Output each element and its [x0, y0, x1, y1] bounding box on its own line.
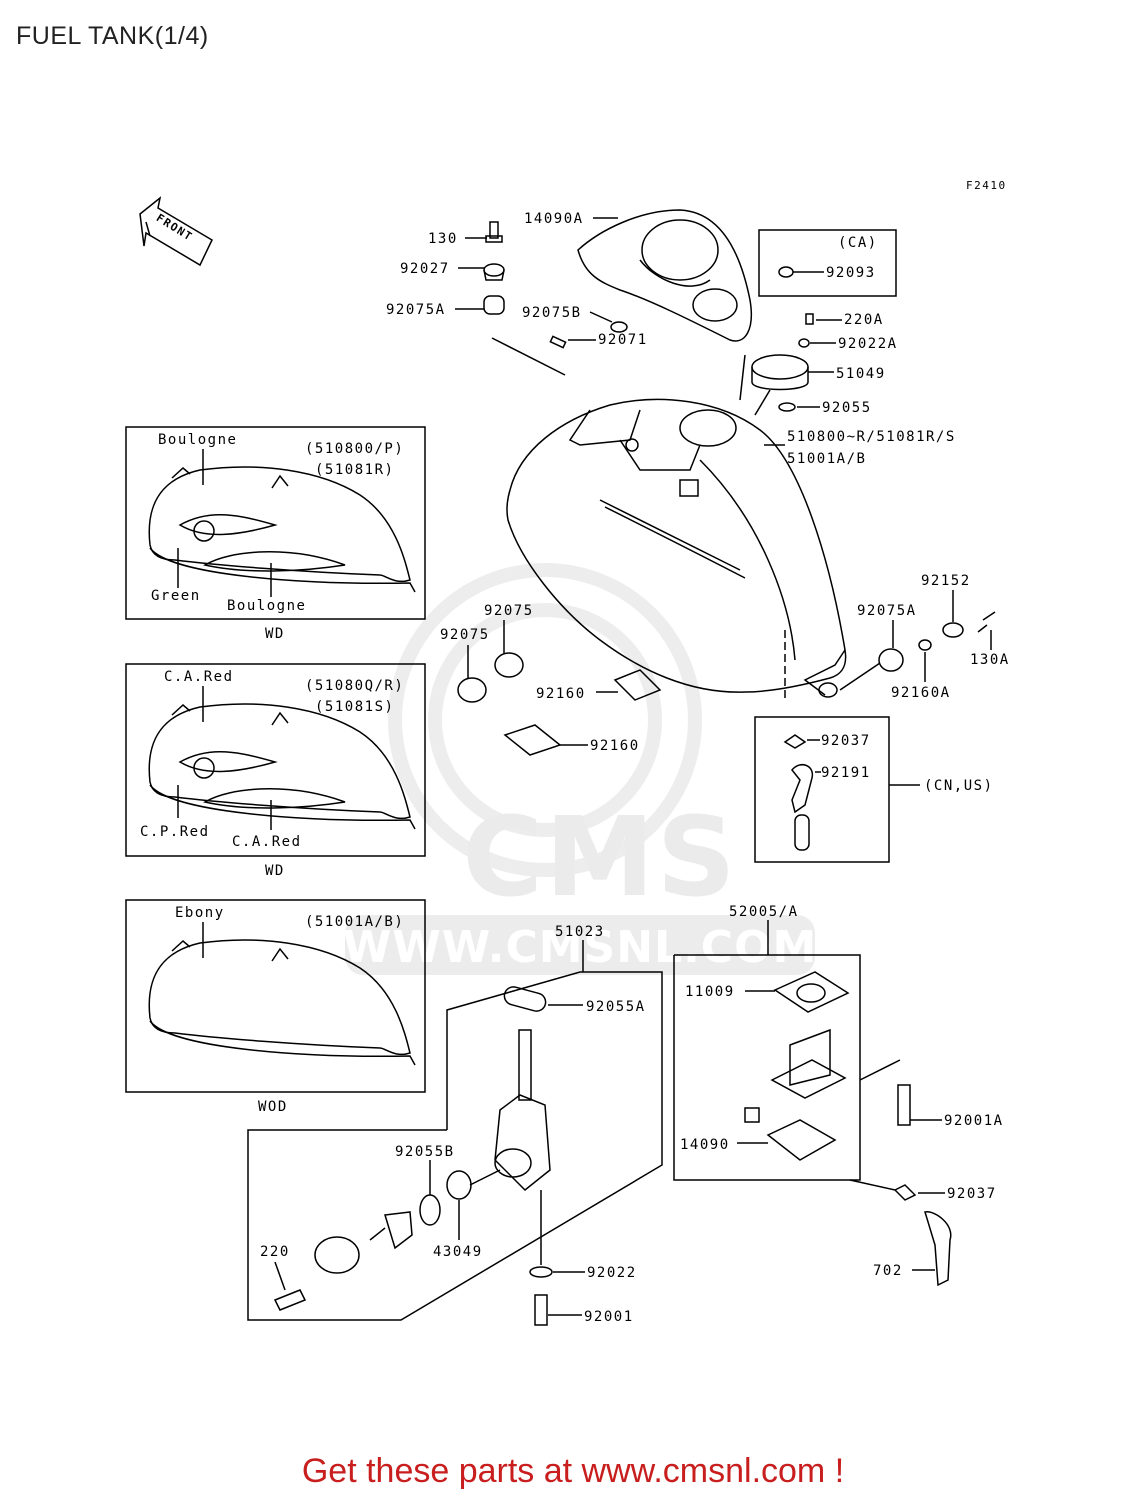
dampers — [457, 611, 996, 756]
variant-1-code-1: (510800/P) — [305, 441, 404, 457]
variant-3-top-color: Ebony — [175, 905, 225, 921]
variant-1-caption: WD — [265, 626, 285, 642]
label-92075-a: 92075 — [440, 627, 490, 643]
label-92055: 92055 — [822, 400, 872, 416]
variant-box-1: Boulogne (510800/P) (51081R) Green Boulo… — [125, 426, 426, 642]
fuel-pump-box — [673, 954, 952, 1287]
group-cn-us: (CN,US) — [924, 778, 994, 794]
label-92037-bot: 92037 — [947, 1186, 997, 1202]
label-92191: 92191 — [821, 765, 871, 781]
label-92022: 92022 — [587, 1265, 637, 1281]
label-14090A: 14090A — [524, 211, 584, 227]
label-92001A: 92001A — [944, 1113, 1004, 1129]
label-92027: 92027 — [400, 261, 450, 277]
label-92160-a: 92160 — [536, 686, 586, 702]
part-labels: 130 14090A 92027 92093 92075A 92075B 220… — [260, 211, 1010, 1325]
watermark-logo: CMS — [462, 793, 737, 921]
label-92001: 92001 — [584, 1309, 634, 1325]
label-92075A-right: 92075A — [857, 603, 917, 619]
ca-box — [758, 229, 897, 297]
label-92022A: 92022A — [838, 336, 898, 352]
label-92037-top: 92037 — [821, 733, 871, 749]
label-92093: 92093 — [826, 265, 876, 281]
label-220: 220 — [260, 1244, 290, 1260]
label-130A: 130A — [970, 652, 1010, 668]
fuel-valve-box — [247, 971, 663, 1326]
page-title: FUEL TANK(1/4) — [16, 22, 209, 50]
variant-2-caption: WD — [265, 863, 285, 879]
variant-2-code-2: (51081S) — [315, 699, 394, 715]
front-arrow-icon: FRONT — [139, 196, 213, 267]
label-11009: 11009 — [685, 984, 735, 1000]
label-92075A-top: 92075A — [386, 302, 446, 318]
label-92152: 92152 — [921, 573, 971, 589]
label-51049: 51049 — [836, 366, 886, 382]
figure-code: F2410 — [966, 179, 1007, 192]
variant-1-bottom-color: Boulogne — [227, 598, 306, 614]
label-220A: 220A — [844, 312, 884, 328]
parts-diagram: CMS WWW.CMSNL.COM F2410 FRONT Boulogne (… — [125, 179, 1010, 1326]
label-92055A: 92055A — [586, 999, 646, 1015]
label-92160A: 92160A — [891, 685, 951, 701]
variant-3-caption: WOD — [258, 1099, 288, 1115]
label-92160-b: 92160 — [590, 738, 640, 754]
fuel-tank — [506, 398, 847, 700]
variant-2-top-color: C.A.Red — [164, 669, 234, 685]
label-92075B: 92075B — [522, 305, 582, 321]
label-92055B: 92055B — [395, 1144, 455, 1160]
label-130: 130 — [428, 231, 458, 247]
variant-2-left-color: C.P.Red — [140, 824, 210, 840]
label-52005A: 52005/A — [729, 904, 799, 920]
label-702: 702 — [873, 1263, 903, 1279]
cn-us-box — [754, 716, 890, 863]
label-14090: 14090 — [680, 1137, 730, 1153]
label-51023: 51023 — [555, 924, 605, 940]
label-92075-b: 92075 — [484, 603, 534, 619]
label-51001AB: 51001A/B — [787, 451, 866, 467]
watermark-url: WWW.CMSNL.COM — [343, 922, 818, 973]
variant-2-code-1: (51080Q/R) — [305, 678, 404, 694]
fuel-cap — [751, 354, 809, 412]
variant-2-bottom-color: C.A.Red — [232, 834, 302, 850]
label-510800: 510800~R/51081R/S — [787, 429, 956, 445]
variant-1-code-2: (51081R) — [315, 462, 394, 478]
variant-1-left-color: Green — [151, 588, 201, 604]
leader-lines — [274, 217, 992, 1316]
tank-cover — [577, 209, 752, 342]
footer-link[interactable]: Get these parts at www.cmsnl.com ! — [301, 1452, 845, 1490]
variant-3-code-1: (51001A/B) — [305, 914, 404, 930]
group-ca: (CA) — [838, 235, 878, 251]
variant-box-2: C.A.Red (51080Q/R) (51081S) C.P.Red C.A.… — [125, 663, 426, 879]
label-43049: 43049 — [433, 1244, 483, 1260]
front-label: FRONT — [154, 211, 195, 244]
variant-1-top-color: Boulogne — [158, 432, 237, 448]
label-92071: 92071 — [598, 332, 648, 348]
top-fasteners — [483, 221, 814, 349]
watermark: CMS WWW.CMSNL.COM — [343, 563, 818, 975]
variant-box-3: Ebony (51001A/B) WOD — [125, 899, 426, 1115]
